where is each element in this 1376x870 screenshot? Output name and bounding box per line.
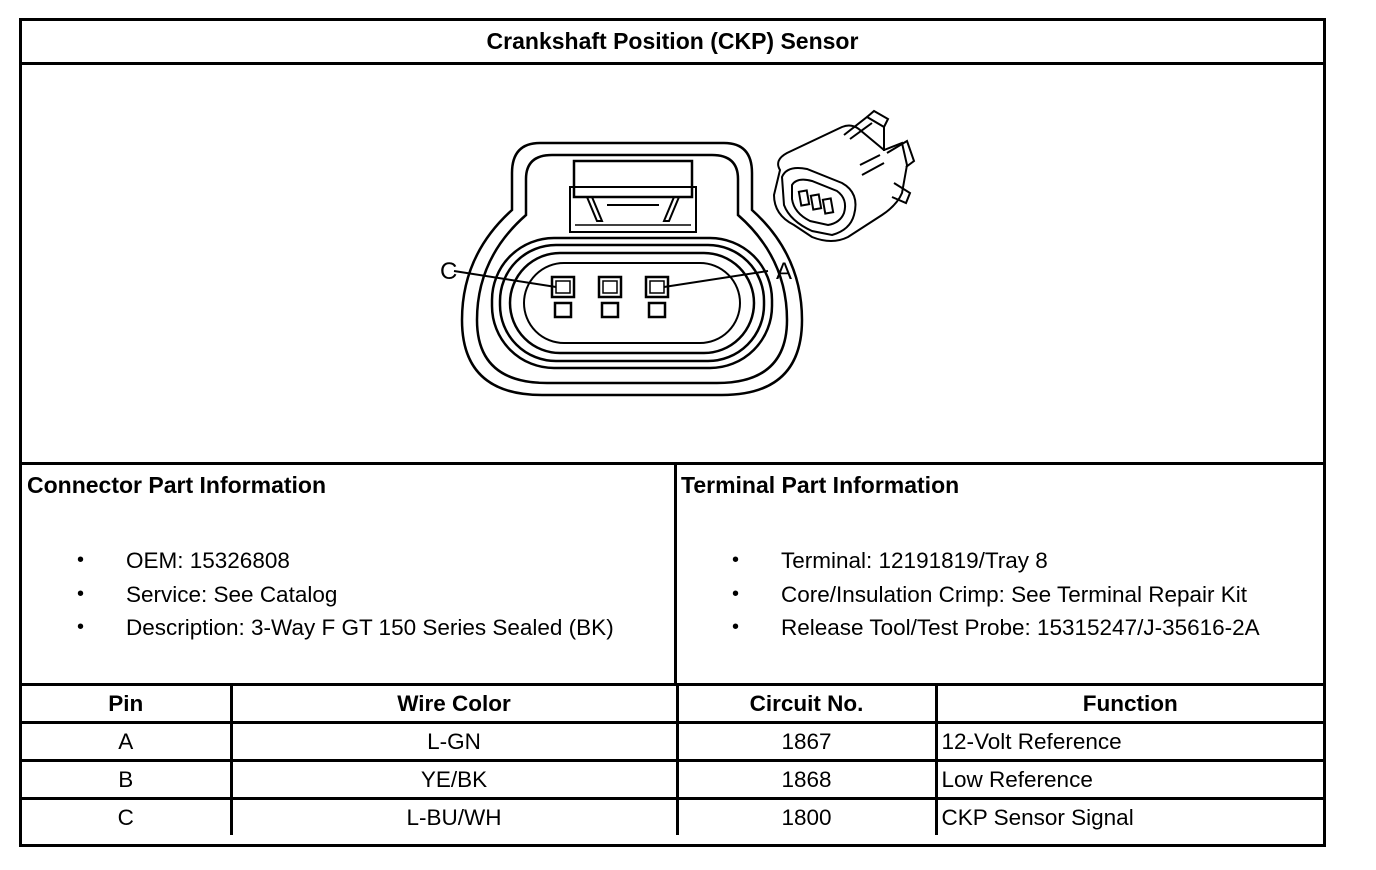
circuit-cell: 1868: [675, 759, 938, 800]
page-title: Crankshaft Position (CKP) Sensor: [22, 21, 1323, 65]
terminal-info-list: • Terminal: 12191819/Tray 8 • Core/Insulat…: [677, 544, 1260, 645]
connector-sheet: Crankshaft Position (CKP) Sensor: [19, 18, 1326, 847]
connector-info-heading: Connector Part Information: [27, 472, 327, 498]
header-wire-color: Wire Color: [229, 686, 679, 724]
table-row: A L-GN 1867 12-Volt Reference: [22, 721, 1323, 762]
list-item: • Release Tool/Test Probe: 15315247/J-356…: [677, 611, 1260, 645]
connector-part-info: Connector Part Information • OEM: 1532680…: [22, 465, 677, 686]
pin-cell: C: [22, 797, 233, 835]
wire-color-cell: YE/BK: [229, 759, 679, 800]
wire-color-cell: L-GN: [229, 721, 679, 762]
terminal-info-heading: Terminal Part Information: [681, 472, 960, 498]
bullet-icon: •: [732, 582, 740, 605]
connector-info-list: • OEM: 15326808 • Service: See Catalog • De…: [22, 544, 614, 645]
bullet-icon: •: [732, 549, 740, 571]
table-row: C L-BU/WH 1800 CKP Sensor Signal: [22, 797, 1323, 835]
function-cell: Low Reference: [934, 759, 1323, 800]
terminal-number: Terminal: 12191819/Tray 8: [781, 548, 1048, 573]
header-function: Function: [934, 686, 1323, 724]
connector-oem: OEM: 15326808: [126, 548, 290, 573]
pin-table: Pin Wire Color Circuit No. Function A L-…: [22, 686, 1323, 835]
list-item: • Description: 3-Way F GT 150 Series Seal…: [22, 611, 614, 645]
table-row: B YE/BK 1868 Low Reference: [22, 759, 1323, 800]
terminal-crimp: Core/Insulation Crimp: See Terminal Repa…: [781, 581, 1248, 607]
table-header-row: Pin Wire Color Circuit No. Function: [22, 686, 1323, 724]
header-pin: Pin: [22, 686, 233, 724]
connector-face-diagram: C A: [440, 109, 916, 397]
list-item: • OEM: 15326808: [22, 544, 614, 578]
pin-c-label: C: [440, 258, 457, 285]
bullet-icon: •: [732, 616, 740, 638]
header-circuit-no: Circuit No.: [675, 686, 938, 724]
bullet-icon: •: [77, 549, 85, 571]
function-cell: CKP Sensor Signal: [934, 797, 1323, 835]
function-cell: 12-Volt Reference: [934, 721, 1323, 762]
bullet-icon: •: [77, 582, 85, 605]
pin-a-label: A: [776, 258, 792, 285]
connector-service: Service: See Catalog: [126, 581, 338, 607]
bullet-icon: •: [77, 616, 85, 638]
list-item: • Service: See Catalog: [22, 578, 614, 612]
list-item: • Terminal: 12191819/Tray 8: [677, 544, 1260, 578]
pin-cell: B: [22, 759, 233, 800]
connector-description: Description: 3-Way F GT 150 Series Seale…: [126, 615, 614, 640]
wire-color-cell: L-BU/WH: [229, 797, 679, 835]
pin-cell: A: [22, 721, 233, 762]
list-item: • Core/Insulation Crimp: See Terminal Rep…: [677, 578, 1260, 612]
circuit-cell: 1867: [675, 721, 938, 762]
terminal-part-info: Terminal Part Information • Terminal: 121…: [677, 465, 1326, 686]
connector-figure: C A: [22, 65, 1323, 465]
terminal-release-tool: Release Tool/Test Probe: 15315247/J-3561…: [781, 615, 1260, 640]
circuit-cell: 1800: [675, 797, 938, 835]
